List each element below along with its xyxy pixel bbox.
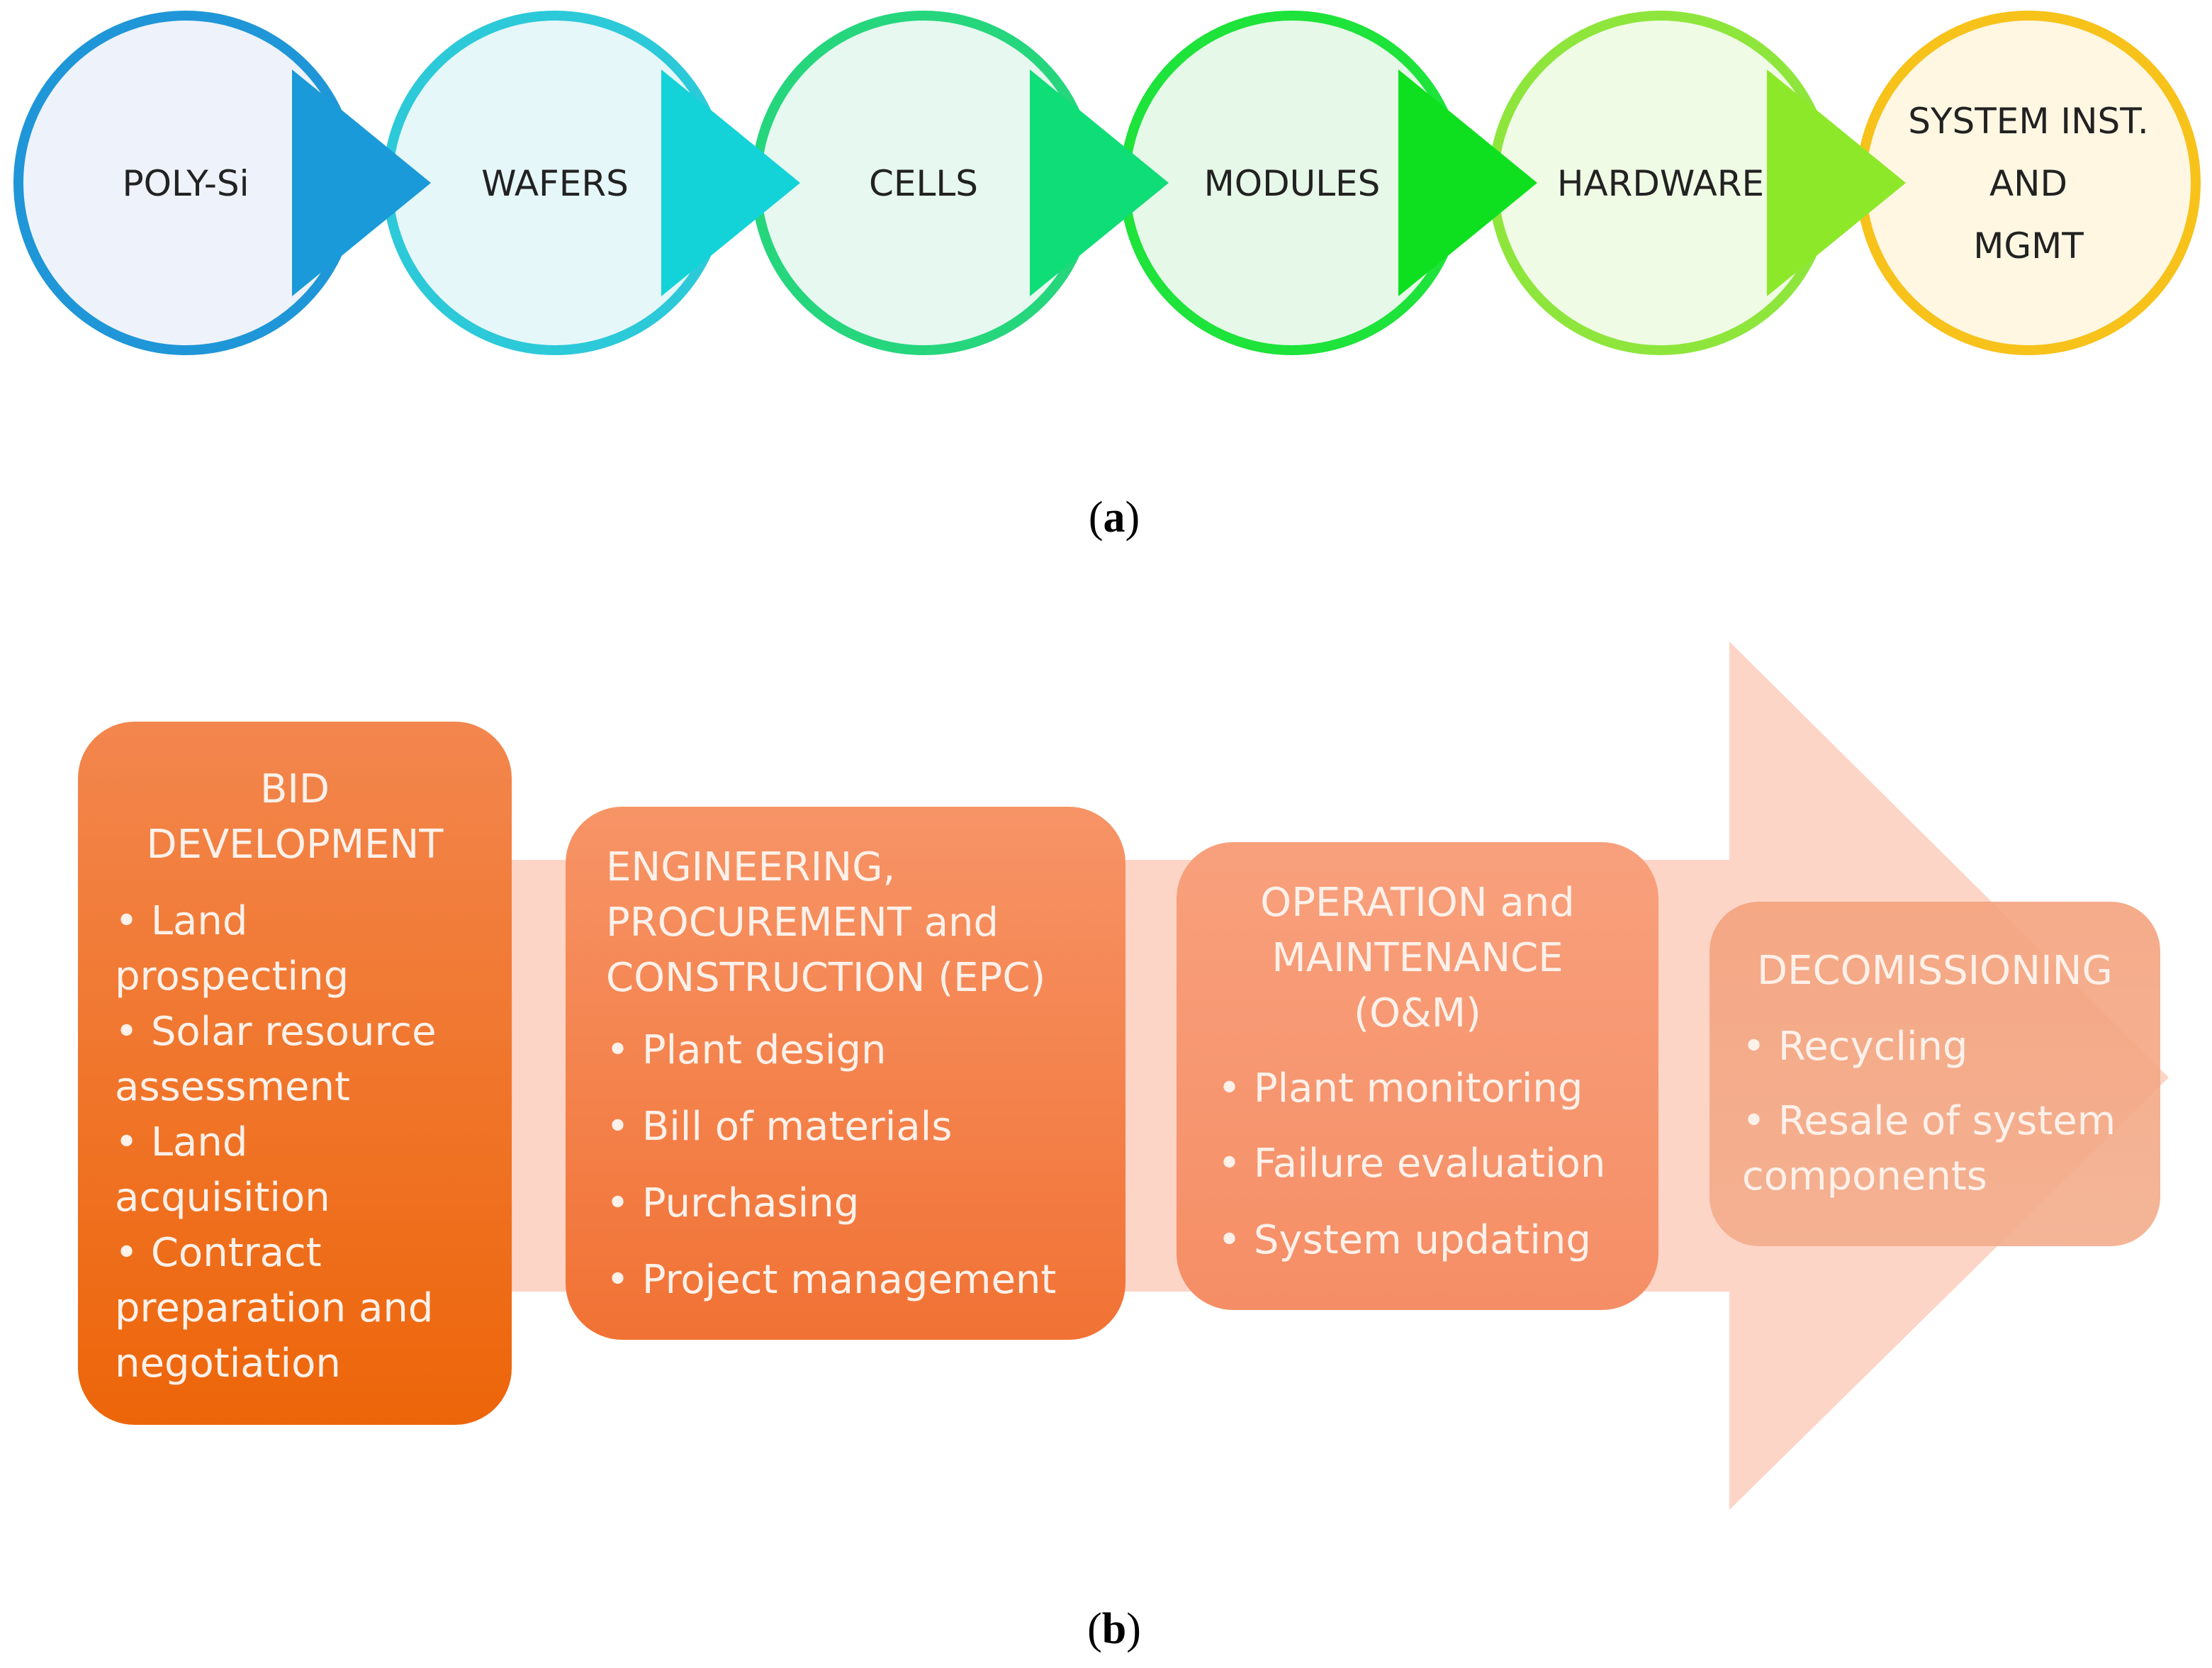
phase-title: MAINTENANCE bbox=[1271, 935, 1563, 981]
stage-label: MODULES bbox=[1204, 163, 1381, 204]
phase-bullet: acquisition bbox=[115, 1175, 330, 1221]
stage-label: HARDWARE bbox=[1557, 163, 1764, 204]
phase-engineering-procurement-and-construction-epc: ENGINEERING, PROCUREMENT andCONSTRUCTION … bbox=[566, 807, 1125, 1340]
value-chain-diagram: POLY-Si WAFERS CELLS MODULES HARDWARE SYSTEM … bbox=[13, 11, 2201, 355]
phase-title: ENGINEERING, bbox=[606, 844, 895, 890]
phase-bullet: • Land bbox=[115, 1119, 247, 1165]
phase-title: CONSTRUCTION (EPC) bbox=[606, 955, 1045, 1001]
stage-arrow bbox=[1398, 69, 1537, 296]
phase-bullet: • Recycling bbox=[1742, 1024, 1968, 1070]
phase-bullet: assessment bbox=[115, 1064, 350, 1110]
phase-bullet: components bbox=[1742, 1153, 1987, 1199]
phase-bullet: • Solar resource bbox=[115, 1009, 437, 1055]
phase-box bbox=[566, 807, 1125, 1340]
phase-title: OPERATION and bbox=[1260, 880, 1575, 926]
phase-title: DECOMISSIONING bbox=[1757, 948, 2113, 994]
stage-label: MGMT bbox=[1973, 225, 2084, 267]
stage-arrow bbox=[661, 69, 800, 296]
phase-bullet: preparation and bbox=[115, 1285, 433, 1331]
phase-bullet: • System updating bbox=[1218, 1217, 1591, 1263]
project-phases-diagram: BID DEVELOPMENT • Land prospecting • Solar r… bbox=[78, 642, 2169, 1510]
phase-bullet: • Resale of system bbox=[1742, 1098, 2116, 1144]
phase-bullet: • Purchasing bbox=[606, 1180, 859, 1226]
phase-bullet: • Land bbox=[115, 898, 247, 944]
stage-arrow bbox=[1767, 69, 1906, 296]
phase-bullet: prospecting bbox=[115, 953, 349, 1000]
phase-box bbox=[1177, 842, 1658, 1310]
phase-bullet: • Plant design bbox=[606, 1027, 887, 1073]
stage-label: POLY-Si bbox=[122, 163, 249, 204]
phase-title: BID bbox=[260, 766, 330, 812]
stage-arrow bbox=[1030, 69, 1169, 296]
phase-bullet: • Failure evaluation bbox=[1218, 1141, 1605, 1187]
phase-bid-development: BID DEVELOPMENT • Land prospecting • Solar r… bbox=[78, 722, 512, 1425]
phase-decomissioning: DECOMISSIONING • Recycling • Resale of sys… bbox=[1709, 902, 2160, 1246]
stage-label: AND bbox=[1989, 163, 2067, 204]
phase-bullet: • Contract bbox=[115, 1230, 322, 1276]
phase-title: (O&M) bbox=[1354, 990, 1481, 1036]
phase-box bbox=[78, 722, 512, 1425]
stage-arrow bbox=[292, 69, 431, 296]
stage-label: CELLS bbox=[869, 163, 978, 204]
phase-bullet: • Project management bbox=[606, 1257, 1056, 1303]
phase-title: PROCUREMENT and bbox=[606, 900, 999, 946]
stage-label: SYSTEM INST. bbox=[1908, 101, 2149, 142]
phase-title: DEVELOPMENT bbox=[146, 822, 444, 868]
phase-box bbox=[1709, 902, 2160, 1246]
caption-a: (a) bbox=[1089, 493, 1140, 542]
phase-bullet: • Bill of materials bbox=[606, 1104, 952, 1150]
stage-label: WAFERS bbox=[481, 163, 629, 204]
phase-bullet: • Plant monitoring bbox=[1218, 1065, 1583, 1112]
phase-bullet: negotiation bbox=[115, 1340, 341, 1387]
caption-b: (b) bbox=[1087, 1605, 1141, 1653]
